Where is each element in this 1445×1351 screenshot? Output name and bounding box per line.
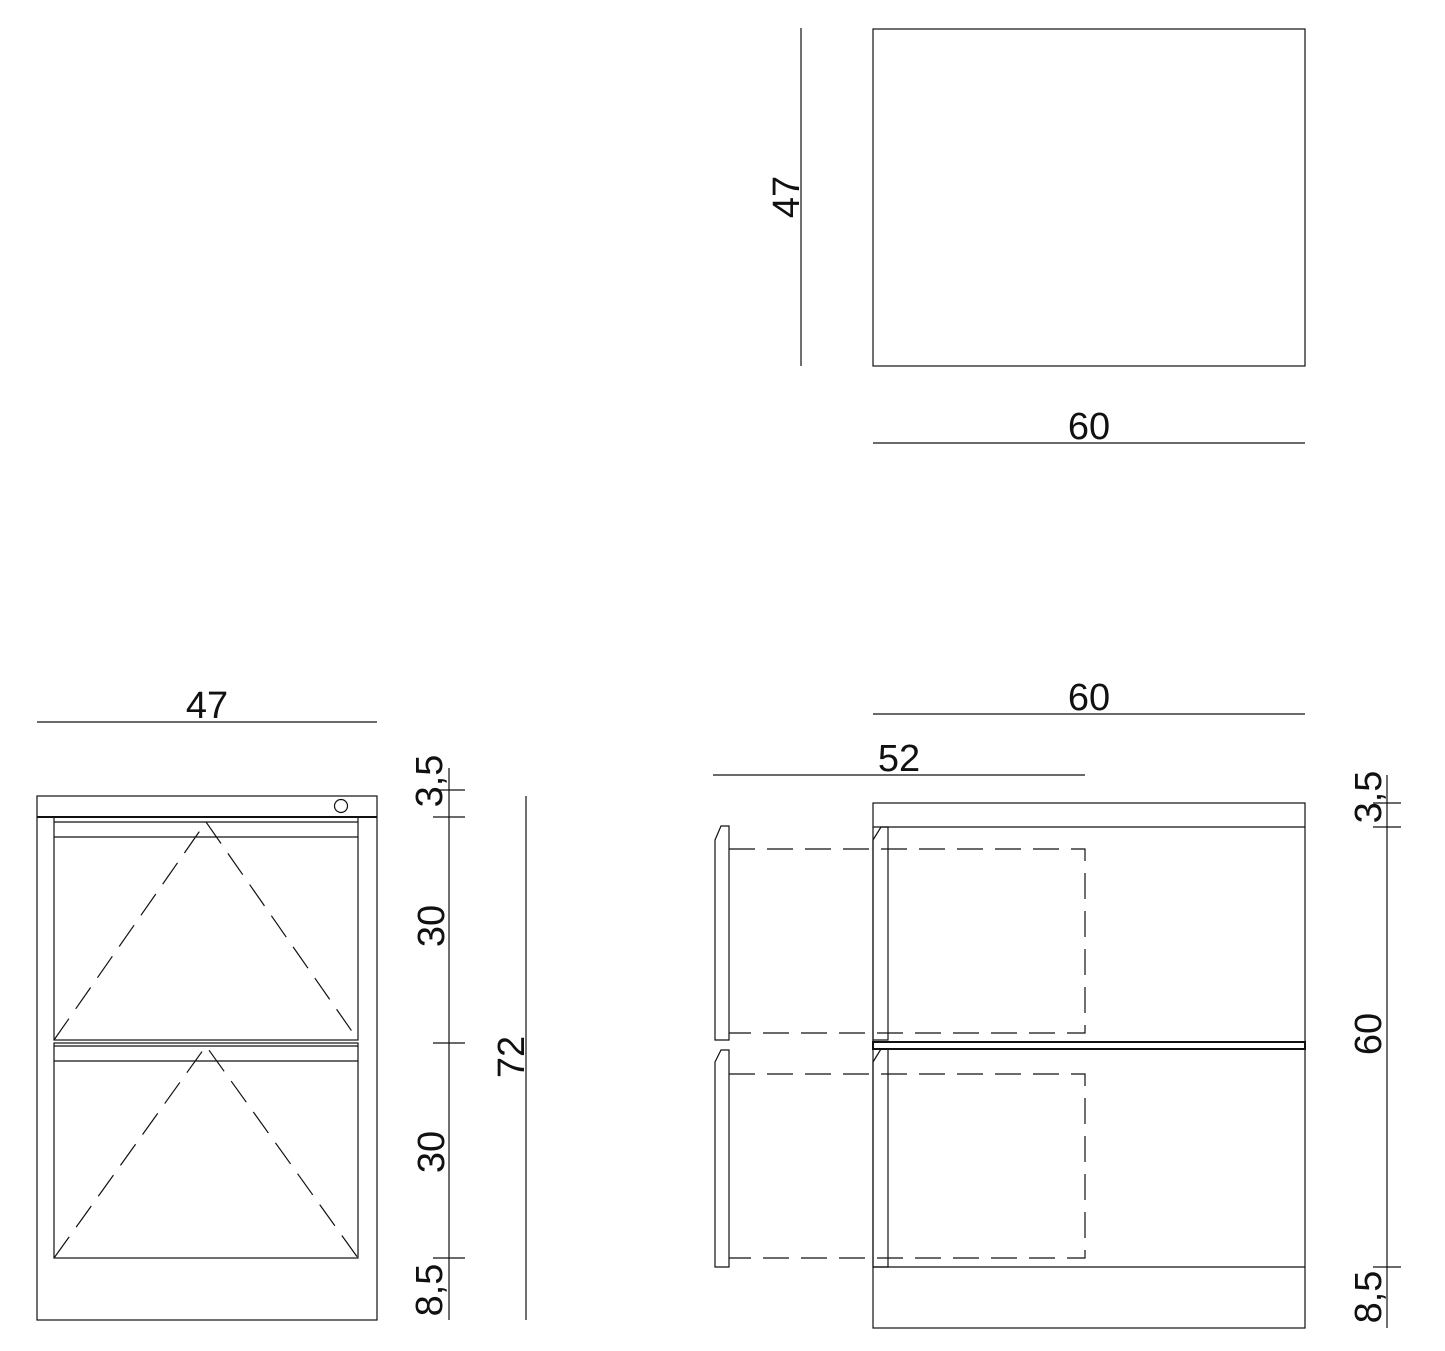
front-top-panel-label: 3,5: [409, 755, 451, 808]
top-view-outline: [872, 28, 1306, 367]
front-upper-drawer-opening-symbol: [53, 820, 359, 1041]
front-upper-drawer: [53, 816, 359, 1041]
side-plinth-label: 8,5: [1348, 1271, 1390, 1324]
top-view-width-label: 60: [1068, 406, 1110, 448]
side-upper-drawer-extended-front: [714, 825, 730, 1041]
lock-icon: [333, 798, 349, 814]
side-lower-drawer-front: [872, 1048, 889, 1268]
side-cabinet-outline: [872, 802, 1306, 1329]
front-width-label: 47: [186, 685, 228, 727]
front-lower-drawer-opening-symbol: [53, 1044, 359, 1259]
side-extension-label: 52: [878, 738, 920, 780]
front-cabinet-outline: [36, 795, 378, 1321]
front-plinth-label: 8,5: [409, 1264, 451, 1317]
side-upper-drawer-front: [872, 826, 889, 1041]
front-lower-drawer: [53, 1042, 359, 1259]
side-height-label: 60: [1348, 1013, 1390, 1055]
top-view: 47 60: [766, 28, 1306, 448]
front-view: 47 3,5 30 30 8,5 72: [36, 685, 533, 1321]
side-lower-drawer-extended-body: [729, 1073, 1086, 1259]
front-lower-drawer-label: 30: [411, 1131, 453, 1173]
top-view-depth-label: 47: [766, 176, 808, 218]
front-upper-drawer-label: 30: [411, 905, 453, 947]
side-lower-drawer-extended-front: [714, 1049, 730, 1268]
side-middle-shelf: [872, 1041, 1306, 1050]
front-total-height-label: 72: [491, 1036, 533, 1078]
side-view: 60 52 3,5 60 8,5: [713, 677, 1401, 1329]
side-upper-drawer-extended-body: [729, 848, 1086, 1034]
side-width-label: 60: [1068, 677, 1110, 719]
side-top-panel-label: 3,5: [1348, 771, 1390, 824]
